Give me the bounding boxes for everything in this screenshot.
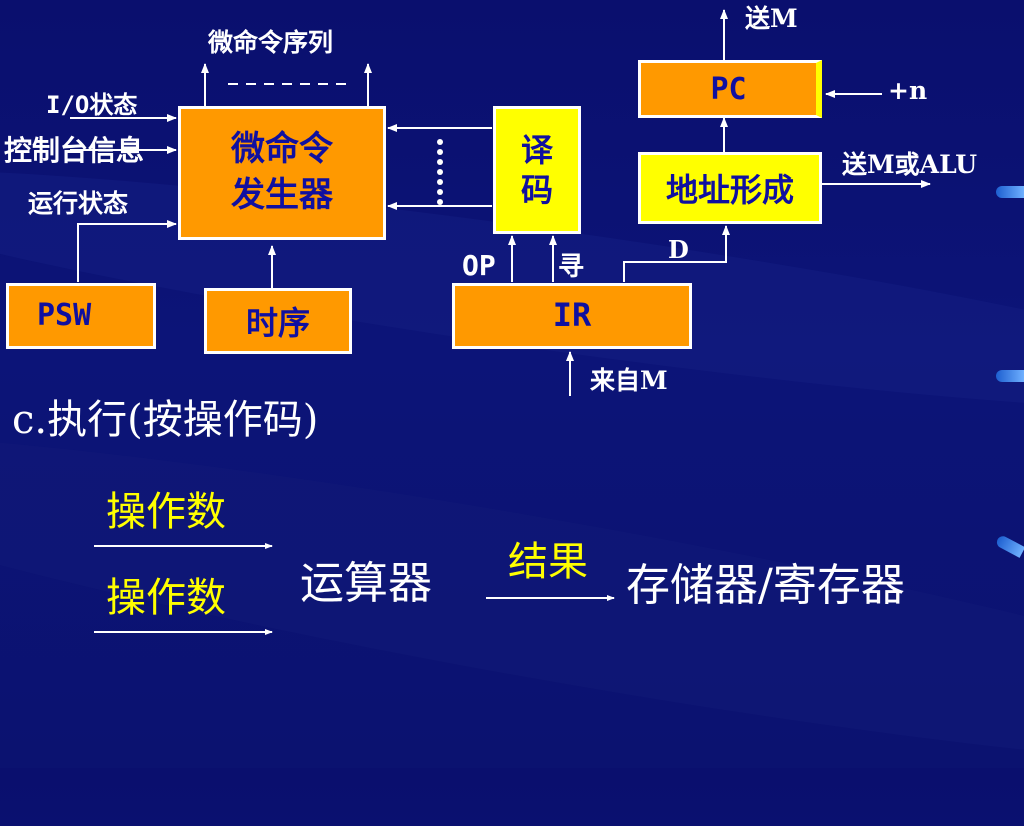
psw-block: PSW <box>6 283 156 349</box>
to-m-label: 送M <box>745 4 798 33</box>
address-formation-block: 地址形成 <box>638 152 822 224</box>
slide: 微命令 发生器 译 码 PC 地址形成 IR PSW 时序 微命令序列 I/O状… <box>4 4 978 635</box>
run-status-label: 运行状态 <box>28 189 129 218</box>
generator-line1: 微命令 <box>231 129 333 170</box>
decoder-line1: 译 <box>520 131 553 169</box>
io-status-label: I/O状态 <box>46 91 138 119</box>
decoder-line2: 码 <box>520 171 553 209</box>
addressing-label: 寻 <box>558 252 585 282</box>
pc-label: PC <box>710 71 747 107</box>
psw-label: PSW <box>37 298 92 333</box>
edge-decoration <box>996 186 1024 198</box>
decoder-block: 译 码 <box>493 106 581 234</box>
pc-block: PC <box>638 60 822 118</box>
from-m-label: 来自M <box>590 366 668 395</box>
execute-heading: c.执行(按操作码) <box>12 397 319 443</box>
plus-n-label: +n <box>888 76 928 105</box>
diagram-connections <box>77 9 931 635</box>
result-label: 结果 <box>508 539 588 585</box>
ir-block: IR <box>452 283 692 349</box>
ir-d-to-address-arrow <box>623 225 730 282</box>
d-label: D <box>668 235 689 264</box>
control-info-label: 控制台信息 <box>4 134 145 167</box>
timing-label: 时序 <box>245 304 310 342</box>
address-formation-label: 地址形成 <box>665 171 794 209</box>
psw-to-generator-arrow <box>77 220 177 282</box>
to-m-or-alu-label: 送M或ALU <box>842 150 978 179</box>
dotted-connection <box>437 139 443 205</box>
operand-2-label: 操作数 <box>106 575 226 621</box>
operand-1-label: 操作数 <box>106 489 226 535</box>
alu-label: 运算器 <box>300 558 432 609</box>
micro-command-generator-block: 微命令 发生器 <box>178 106 386 240</box>
ir-label: IR <box>552 296 592 334</box>
timing-block: 时序 <box>204 288 352 354</box>
destination-label: 存储器/寄存器 <box>626 560 905 611</box>
generator-line2: 发生器 <box>231 175 333 215</box>
micro-sequence-label: 微命令序列 <box>208 28 334 57</box>
op-label: OP <box>462 249 496 282</box>
edge-decoration <box>996 370 1024 382</box>
